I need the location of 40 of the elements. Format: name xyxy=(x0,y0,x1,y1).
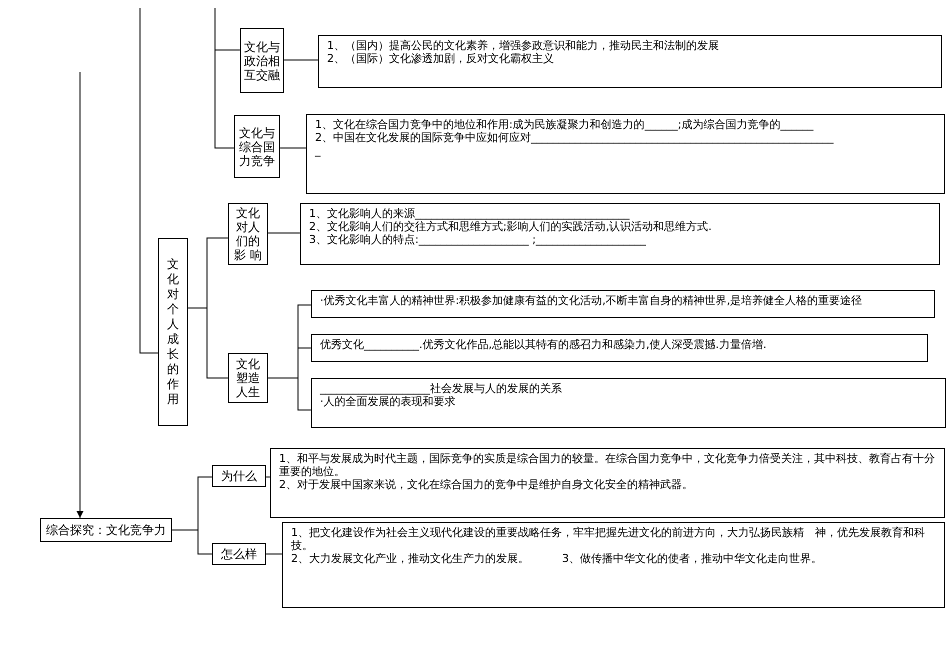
connector-line xyxy=(188,308,228,378)
topic-box: 文化对人们的影 响 xyxy=(228,203,268,265)
text-line: 1、文化影响人的来源_______________________________________ xyxy=(309,207,631,220)
text-line: 优秀文化__________.优秀文化作品,总能以其特有的感召力和感染力,使人深受震撼.力量倍增. xyxy=(320,338,768,351)
text-line: 1、（国内）提高公民的文化素养，增强参政意识和能力，推动民主和法制的发展 xyxy=(327,39,720,52)
connector-line xyxy=(266,476,270,478)
content-box xyxy=(311,290,935,318)
text-line: _ xyxy=(315,144,322,157)
connector-line xyxy=(140,8,158,354)
arrow xyxy=(76,72,84,518)
text-line: 3、文化影响人的特点:____________________ ;____________________ xyxy=(309,233,647,246)
content-box xyxy=(270,448,945,518)
content-box xyxy=(282,522,945,608)
topic-box: 综合探究：文化竞争力 xyxy=(40,518,172,542)
vertical-topic-box: 文化对个人成长的作用 xyxy=(158,238,188,426)
text-line: 2、文化影响人们的交往方式和思维方式;影响人们的实践活动,认识活动和思维方式. xyxy=(309,220,713,233)
text-line: ____________________社会发展与人的发展的关系 xyxy=(320,382,563,395)
content-box xyxy=(311,334,928,362)
text-line: 2、（国际）文化渗透加剧，反对文化霸权主义 xyxy=(327,52,555,65)
content-box xyxy=(306,114,945,194)
text-line: 1、文化在综合国力竞争中的地位和作用:成为民族凝聚力和创造力的______;成为综合国力竞争的______ xyxy=(315,118,814,131)
content-box xyxy=(311,378,946,428)
text-line: 2、对于发展中国家来说，文化在综合国力的竞争中是维护自身文化安全的精神武器。 xyxy=(279,478,694,491)
text-line: ·人的全面发展的表现和要求 xyxy=(320,395,456,408)
topic-box: 怎么样 xyxy=(212,543,266,565)
topic-box: 文化与政治相互交融 xyxy=(240,28,284,93)
text-line: 2、大力发展文化产业，推动文化生产力的发展。 3、做传播中华文化的使者，推动中华文化走向世界。 xyxy=(291,552,823,565)
text-line: 1、和平与发展成为时代主题，国际竞争的实质是综合国力的较量。在综合国力竞争中，文化竞争力倍受关注，其中科技、教育占有十分重要的地位。 xyxy=(279,452,936,478)
connector-line xyxy=(214,8,234,148)
topic-box: 文化塑造人生 xyxy=(228,353,268,403)
connector-line xyxy=(268,378,312,410)
topic-box: 文化与综合国力竞争 xyxy=(234,115,280,178)
topic-box: 为什么 xyxy=(212,465,266,487)
connector-line xyxy=(172,530,212,554)
text-line: 2、中国在文化发展的国际竞争中应如何应对_______________________________________________________ xyxy=(315,131,835,144)
connector-line xyxy=(268,232,300,234)
text-line: ·优秀文化丰富人的精神世界:积极参加健康有益的文化活动,不断丰富自身的精神世界,是培养健全人格的重要途径 xyxy=(320,294,864,307)
content-box xyxy=(300,203,940,265)
text-line: 1、把文化建设作为社会主义现代化建设的重要战略任务，牢牢把握先进文化的前进方向，大力弘扬民族精 神，优先发展教育和科技。 xyxy=(291,526,926,552)
content-box xyxy=(318,35,942,88)
